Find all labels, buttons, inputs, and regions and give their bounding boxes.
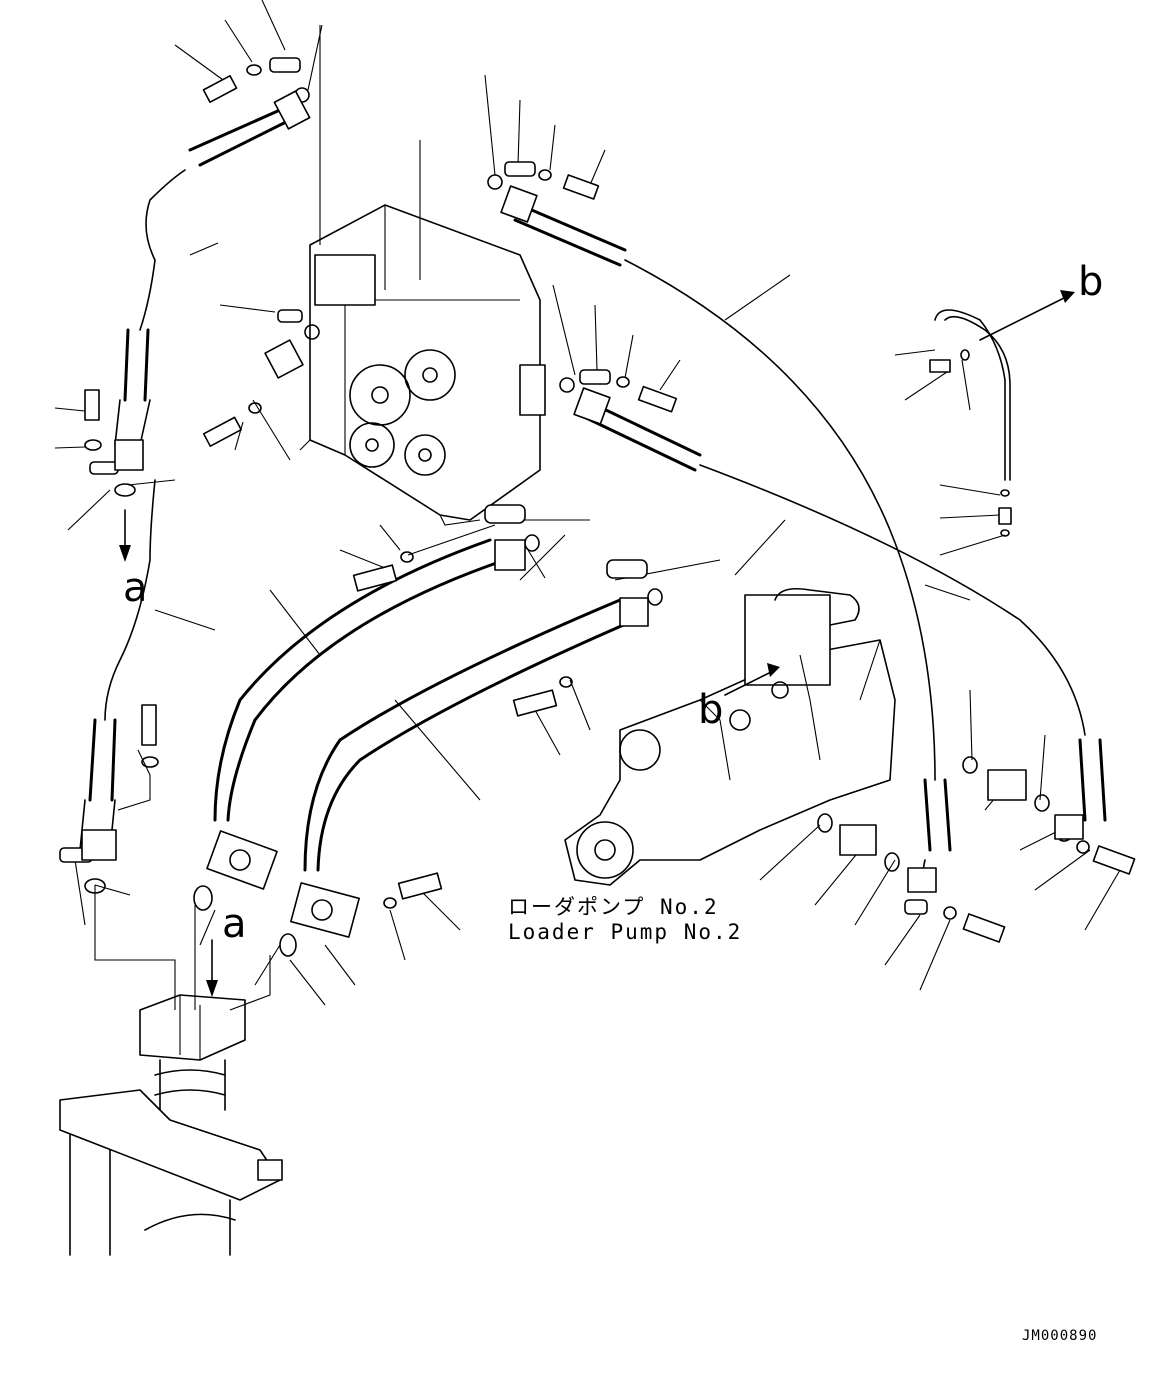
fittings (59, 57, 1136, 957)
caption-japanese: ローダポンプ No.2 (508, 895, 719, 919)
bottom-left-valve-and-frame (59, 994, 283, 1256)
arrow-label-b-upper: b (1078, 259, 1104, 305)
arrow-label-a-lower: a (222, 901, 247, 947)
control-valve-assembly (299, 204, 546, 526)
leader-lines (54, 0, 1121, 1011)
arrow-label-b-lower: b (698, 687, 724, 733)
arrows (119, 290, 1075, 997)
arrow-label-a-upper: a (123, 565, 148, 611)
figure-code: JM000890 (1022, 1328, 1098, 1344)
hoses (79, 108, 1107, 938)
loader-pump-no2 (564, 587, 896, 886)
caption-english: Loader Pump No.2 (508, 920, 743, 944)
